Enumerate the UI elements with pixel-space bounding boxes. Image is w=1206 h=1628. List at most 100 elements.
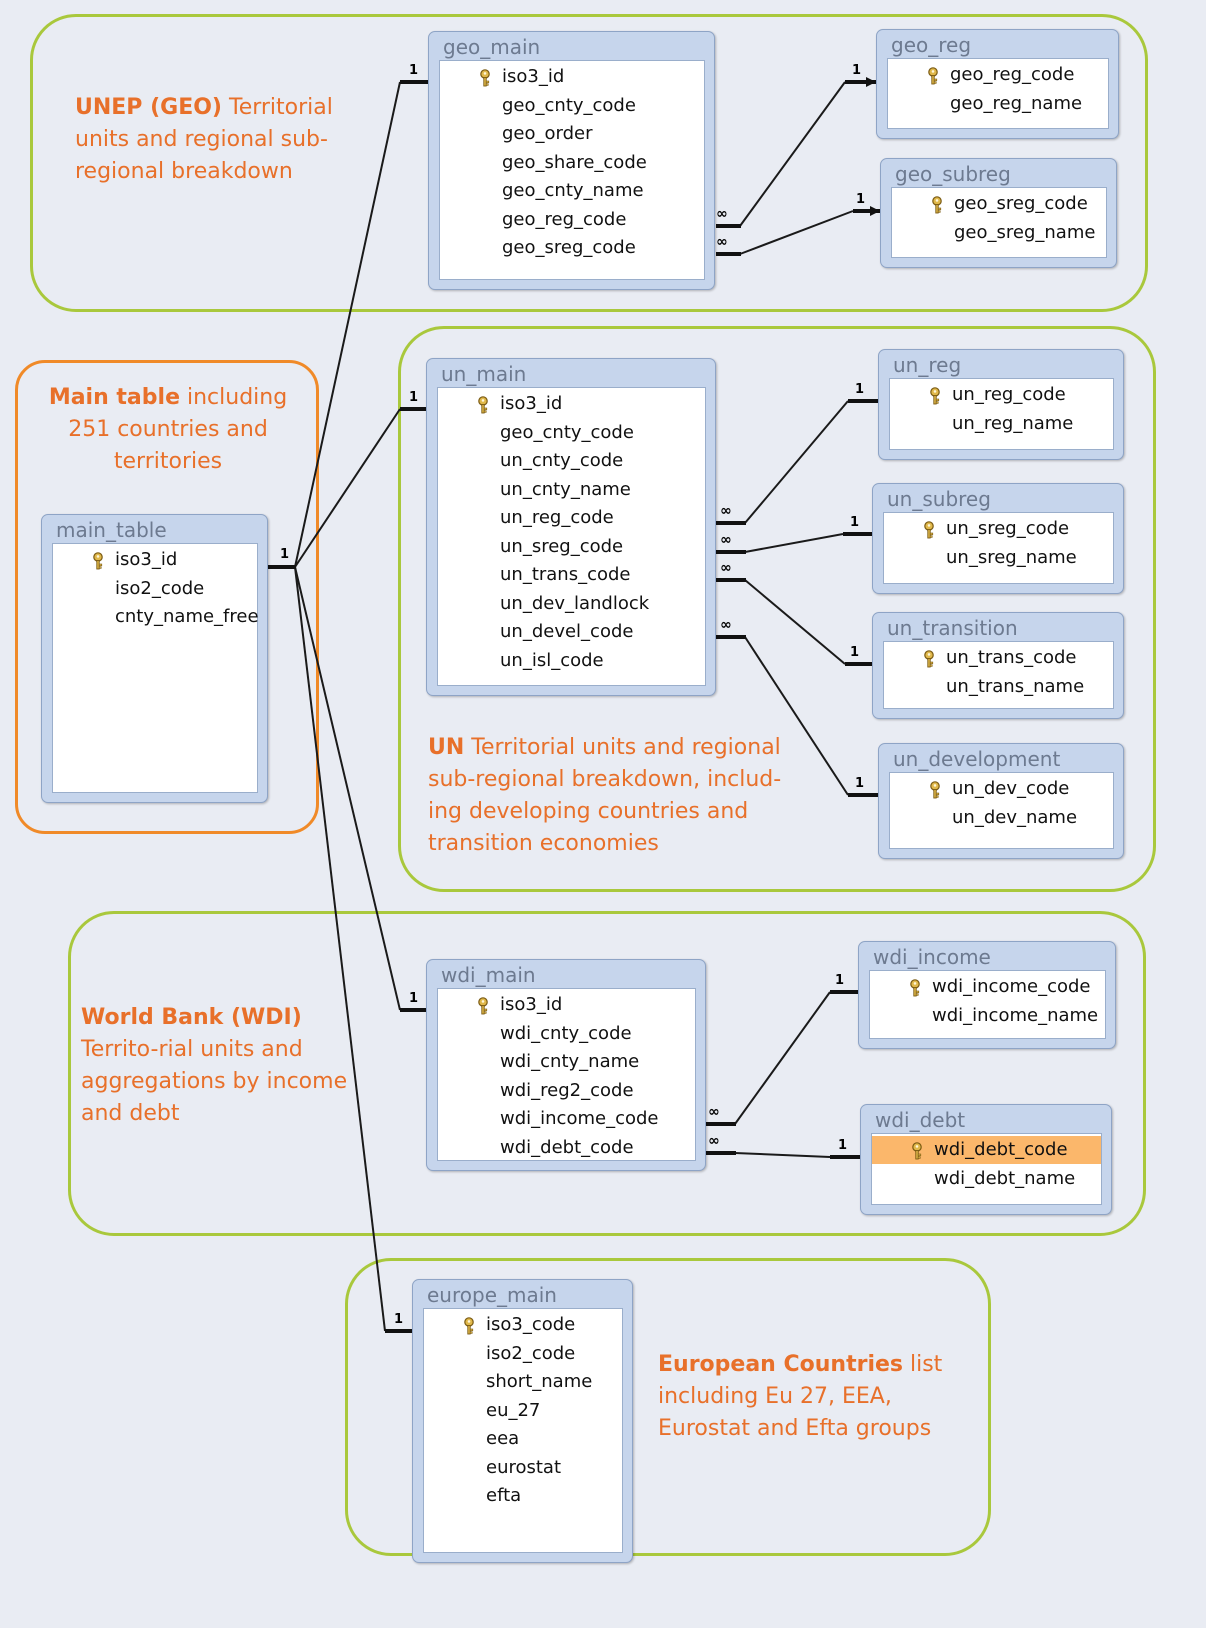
field-row[interactable]: geo_share_code <box>440 149 704 177</box>
field-name: geo_cnty_name <box>502 180 644 201</box>
primary-key-icon <box>928 386 942 405</box>
field-row[interactable]: un_cnty_code <box>438 447 705 475</box>
field-row[interactable]: iso3_id <box>438 390 705 418</box>
primary-key-icon <box>476 395 490 414</box>
field-row[interactable]: un_dev_landlock <box>438 590 705 618</box>
card-one-un-transition: 1 <box>850 645 859 660</box>
field-name: un_sreg_name <box>946 546 1077 568</box>
field-row[interactable]: cnty_name_free <box>53 603 259 631</box>
field-row[interactable]: iso3_id <box>53 546 257 574</box>
table-title: europe_main <box>427 1283 557 1307</box>
field-row[interactable]: eu_27 <box>424 1397 622 1425</box>
field-name: un_cnty_code <box>500 450 624 471</box>
field-name: iso3_id <box>500 393 563 414</box>
field-row[interactable]: eea <box>424 1425 622 1453</box>
field-row[interactable]: iso3_code <box>424 1311 622 1339</box>
field-row[interactable]: un_trans_name <box>884 673 1113 701</box>
table-geo-subreg[interactable]: geo_subreg geo_sreg_code geo_sreg_name <box>880 158 1117 268</box>
group-wdi <box>68 911 1146 1236</box>
table-title: main_table <box>56 518 167 542</box>
primary-key-icon <box>910 1141 924 1160</box>
card-one-un-reg: 1 <box>855 382 864 397</box>
field-row[interactable]: wdi_income_code <box>438 1105 695 1133</box>
card-one-un-development: 1 <box>855 776 864 791</box>
table-title: un_main <box>441 362 527 386</box>
field-row[interactable]: geo_sreg_code <box>440 234 704 262</box>
field-row[interactable]: geo_reg_code <box>440 206 704 234</box>
field-row[interactable]: un_reg_code <box>438 504 705 532</box>
field-row[interactable]: geo_reg_name <box>888 90 1108 118</box>
card-many-geo-sreg: ∞ <box>716 234 728 250</box>
field-row[interactable]: efta <box>424 1482 622 1510</box>
field-row[interactable]: un_sreg_code <box>884 515 1113 543</box>
field-row[interactable]: un_trans_code <box>884 644 1113 672</box>
field-row[interactable]: eurostat <box>424 1454 622 1482</box>
field-row[interactable]: un_trans_code <box>438 561 705 589</box>
field-row[interactable]: short_name <box>424 1368 622 1396</box>
field-row[interactable]: un_dev_name <box>890 804 1113 832</box>
primary-key-icon <box>908 978 922 997</box>
field-row[interactable]: geo_cnty_code <box>438 419 705 447</box>
field-name: eu_27 <box>486 1399 541 1421</box>
primary-key-icon <box>476 996 490 1015</box>
group-geo <box>30 14 1148 312</box>
field-row[interactable]: iso3_id <box>438 991 695 1019</box>
field-row[interactable]: geo_reg_code <box>888 61 1108 89</box>
card-one-geo-reg: 1 <box>852 63 861 78</box>
field-name: wdi_income_code <box>500 1108 659 1129</box>
field-row[interactable]: wdi_debt_name <box>872 1165 1101 1193</box>
field-row[interactable]: un_reg_code <box>890 381 1113 409</box>
field-row[interactable]: geo_sreg_name <box>892 219 1106 247</box>
field-row[interactable]: geo_sreg_code <box>892 190 1106 218</box>
field-row[interactable]: iso2_code <box>424 1340 622 1368</box>
field-row[interactable]: wdi_reg2_code <box>438 1077 695 1105</box>
field-row[interactable]: wdi_cnty_name <box>438 1048 695 1076</box>
field-name: un_dev_landlock <box>500 592 650 614</box>
table-title: geo_subreg <box>895 162 1011 186</box>
field-row[interactable]: wdi_debt_code <box>438 1134 695 1162</box>
field-row[interactable]: un_cnty_name <box>438 476 705 504</box>
field-row[interactable]: geo_cnty_name <box>440 177 704 205</box>
field-name: geo_reg_name <box>950 92 1083 114</box>
field-row[interactable]: wdi_income_name <box>870 1002 1105 1030</box>
table-title: wdi_debt <box>875 1108 966 1132</box>
primary-key-icon <box>926 66 940 85</box>
field-row[interactable]: un_reg_name <box>890 410 1113 438</box>
field-row[interactable]: iso2_code <box>53 575 257 603</box>
card-many-un-sreg: ∞ <box>720 532 732 548</box>
field-row[interactable]: wdi_cnty_code <box>438 1020 695 1048</box>
field-row[interactable]: un_isl_code <box>438 647 705 675</box>
field-name: short_name <box>486 1371 593 1392</box>
field-row[interactable]: un_sreg_code <box>438 533 705 561</box>
field-row[interactable]: wdi_income_code <box>870 973 1105 1001</box>
field-name: geo_sreg_name <box>954 221 1096 243</box>
primary-key-icon <box>922 649 936 668</box>
card-many-wdi-income: ∞ <box>708 1104 720 1120</box>
card-one-europe-main: 1 <box>394 1312 403 1327</box>
main-group-description: Main table including 251 countries and t… <box>48 385 288 474</box>
field-row[interactable]: wdi_debt_code <box>872 1136 1101 1164</box>
field-row[interactable]: iso3_id <box>440 63 704 91</box>
field-row[interactable]: geo_order <box>440 120 704 148</box>
field-name: wdi_income_name <box>932 1004 1099 1026</box>
field-name: wdi_cnty_name <box>500 1051 640 1072</box>
card-many-un-trans: ∞ <box>720 560 732 576</box>
field-row[interactable]: un_devel_code <box>438 618 705 646</box>
field-row[interactable]: un_sreg_name <box>884 544 1113 572</box>
field-row[interactable]: geo_cnty_code <box>440 92 704 120</box>
field-row[interactable]: un_dev_code <box>890 775 1113 803</box>
primary-key-icon <box>91 551 105 570</box>
